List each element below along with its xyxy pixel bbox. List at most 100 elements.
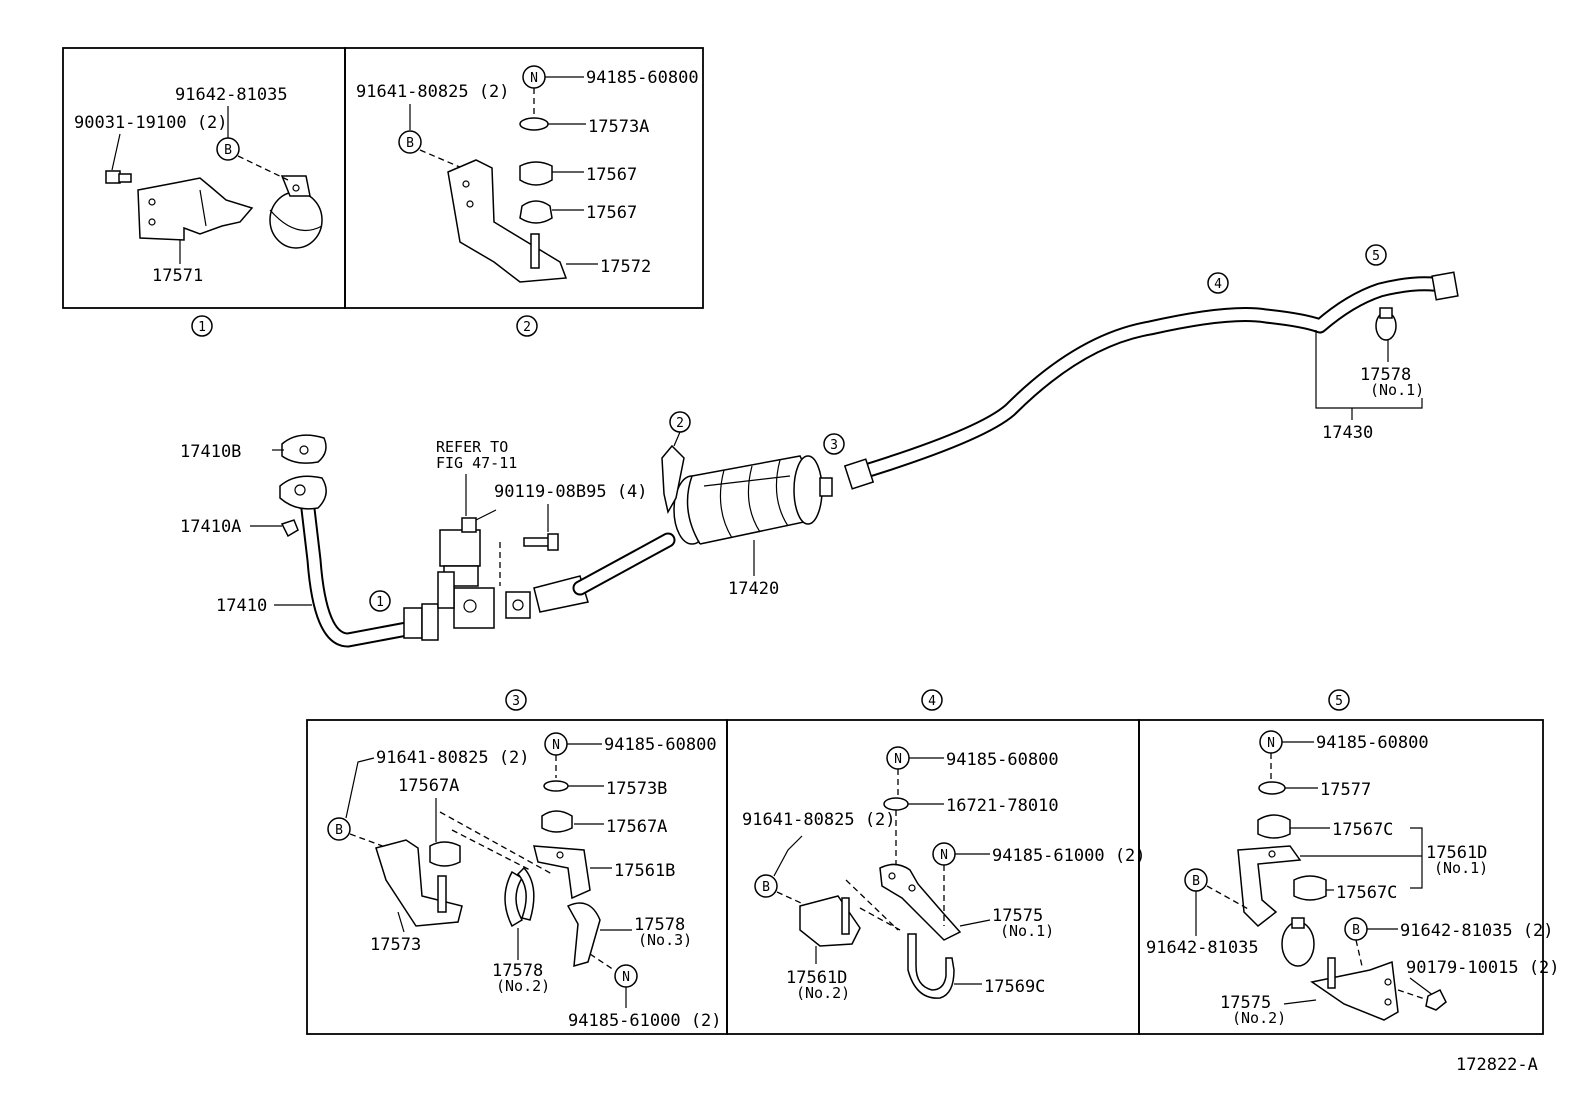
- bolt-90119-part: [523, 533, 559, 551]
- bracket-17573-part: [375, 839, 463, 927]
- label-17567-upper: 17567: [586, 165, 637, 185]
- bracket-17561D-no2-part: [799, 895, 861, 947]
- detail-box-5: [1138, 719, 1544, 1035]
- label-17573: 17573: [370, 935, 421, 955]
- callout-circle-3-main: [823, 433, 845, 455]
- label-17578-no1: 17578: [1360, 365, 1411, 385]
- svg-text:N: N: [530, 71, 538, 86]
- callout-circle-4: [921, 689, 943, 711]
- callout-circle-4-main: [1207, 272, 1229, 294]
- svg-text:B: B: [406, 136, 414, 151]
- washer-16721-part: [883, 797, 909, 811]
- cushion-17567C-bottom-part: [1293, 875, 1327, 901]
- pipe-flange-connection-part: [403, 587, 495, 641]
- label-94185-60800-d5: 94185-60800: [1316, 733, 1429, 753]
- detail-2: 91641-80825 (2) B N 94185-60800 17573A 1…: [356, 65, 699, 283]
- label-17578-no3: 17578: [634, 915, 685, 935]
- label-17567A-right: 17567A: [606, 817, 667, 837]
- bracket-17561B-part: [533, 845, 591, 900]
- label-17561D-no2: 17561D: [786, 968, 847, 988]
- label-17410: 17410: [216, 596, 267, 616]
- detail-5: N 94185-60800 17577 17567C 17561D (No.1)…: [1146, 730, 1560, 1027]
- clamp-17578-no2-part: [504, 866, 535, 928]
- bolt-symbol-B: [327, 817, 351, 841]
- intermediate-pipe-part: [533, 532, 676, 613]
- washer-17573B-part: [543, 780, 569, 792]
- bracket-17561D-no1-part: [1237, 845, 1302, 927]
- clamp-part: [269, 175, 323, 249]
- svg-text:5: 5: [1372, 249, 1380, 264]
- washer-17573A-part: [519, 117, 549, 131]
- callout-number-5: 5: [1335, 694, 1343, 709]
- label-91641-80825: 91641-80825 (2): [356, 82, 510, 102]
- label-17561D-no1: 17561D: [1426, 843, 1487, 863]
- label-17572: 17572: [600, 257, 651, 277]
- label-17561B: 17561B: [614, 861, 675, 881]
- label-16721-78010: 16721-78010: [946, 796, 1059, 816]
- label-17430: 17430: [1322, 423, 1373, 443]
- label-17578-no1-sub: (No.1): [1370, 381, 1424, 399]
- label-17567-lower: 17567: [586, 203, 637, 223]
- clamp-17578-no3-part: [566, 902, 601, 968]
- label-17575-no1: 17575: [992, 906, 1043, 926]
- callout-number-4: 4: [928, 694, 936, 709]
- svg-text:2: 2: [676, 416, 684, 431]
- label-17577: 17577: [1320, 780, 1371, 800]
- label-94185-60800-d4: 94185-60800: [946, 750, 1059, 770]
- label-91641-80825-d3: 91641-80825 (2): [376, 748, 530, 768]
- label-90119-08B95: 90119-08B95 (4): [494, 482, 648, 502]
- svg-text:4: 4: [1214, 277, 1222, 292]
- label-17567A-upper: 17567A: [398, 776, 459, 796]
- label-17410B: 17410B: [180, 442, 241, 462]
- callout-circle-1-main: [369, 590, 391, 612]
- label-90179-10015: 90179-10015 (2): [1406, 958, 1560, 978]
- callout-circle-5: [1328, 689, 1350, 711]
- hanger-17569C-part: [907, 933, 955, 999]
- gasket-17410B-part: [281, 434, 327, 464]
- label-17571: 17571: [152, 266, 203, 286]
- cushion-17567A-right-part: [541, 810, 573, 833]
- label-17578-no2-sub: (No.2): [496, 977, 550, 995]
- label-91641-80825-d4: 91641-80825 (2): [742, 810, 896, 830]
- svg-text:B: B: [1192, 874, 1200, 889]
- label-91642-81035-right: 91642-81035 (2): [1400, 921, 1554, 941]
- svg-text:B: B: [335, 823, 343, 838]
- label-17410A: 17410A: [180, 517, 241, 537]
- cushion-17567A-part: [429, 841, 461, 867]
- refer-note-line-1: REFER TO: [436, 438, 508, 456]
- label-91642-81035: 91642-81035: [175, 85, 288, 105]
- tail-pipe-17430-part: [843, 271, 1459, 490]
- label-17578-no3-sub: (No.3): [638, 931, 692, 949]
- svg-text:N: N: [622, 970, 630, 985]
- cushion-17567-lower-part: [519, 200, 553, 224]
- label-94185-61000-d3: 94185-61000 (2): [568, 1011, 722, 1031]
- figure-id: 172822-A: [1456, 1055, 1538, 1075]
- label-94185-60800: 94185-60800: [586, 68, 699, 88]
- bracket-17572-part: [447, 159, 568, 283]
- refer-note-line-2: FIG 47-11: [436, 454, 517, 472]
- detail-box-2: [344, 47, 704, 309]
- label-17575-no2-sub: (No.2): [1232, 1009, 1286, 1027]
- label-90031-19100: 90031-19100 (2): [74, 113, 228, 133]
- flange-gasket-part: [505, 591, 531, 619]
- label-17567C-bottom: 17567C: [1336, 883, 1397, 903]
- svg-text:N: N: [1267, 736, 1275, 751]
- bolt-symbol-B: [398, 130, 422, 154]
- cushion-17567-upper-part: [519, 161, 553, 186]
- label-17561D-no2-sub: (No.2): [796, 984, 850, 1002]
- svg-text:3: 3: [830, 438, 838, 453]
- egr-valve-part: [437, 509, 497, 609]
- detail-1: B 91642-81035 90031-19100 (2) 17571: [74, 85, 323, 286]
- label-91642-81035-left: 91642-81035: [1146, 938, 1259, 958]
- bracket-17575-no2-part: [1310, 957, 1399, 1021]
- front-pipe-17410-part: [298, 484, 420, 648]
- label-94185-61000-d4: 94185-61000 (2): [992, 846, 1146, 866]
- callout-number-1: 1: [198, 320, 206, 335]
- svg-text:N: N: [552, 738, 560, 753]
- label-17567C-top: 17567C: [1332, 820, 1393, 840]
- callout-circle-5-main: [1365, 244, 1387, 266]
- label-17569C: 17569C: [984, 977, 1045, 997]
- svg-text:B: B: [762, 880, 770, 895]
- bolt-symbol-letter: B: [224, 143, 232, 158]
